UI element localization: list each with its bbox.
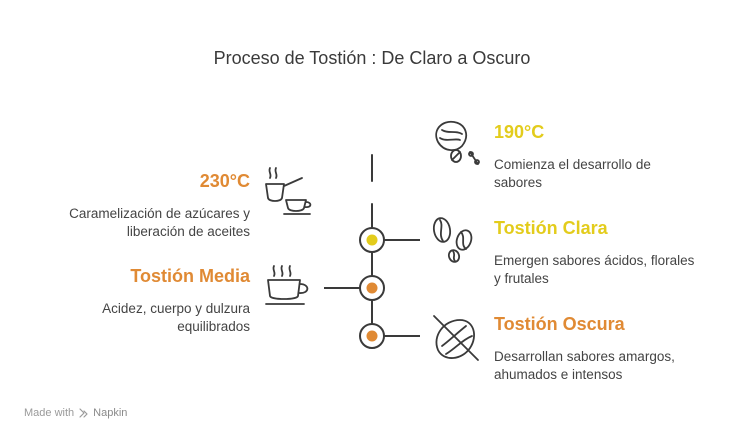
stage-230-heading: 230°C <box>199 171 250 191</box>
stage-190-description: Comienza el desarrollo de sabores <box>494 157 651 190</box>
stage-190-heading: 190°C <box>494 122 545 142</box>
stage-media-description: Acidez, cuerpo y dulzura equilibrados <box>102 301 250 334</box>
stage-oscura-description: Desarrollan sabores amargos, ahumados e … <box>494 349 675 382</box>
stage-oscura-heading: Tostión Oscura <box>494 314 625 334</box>
stage-media-heading: Tostión Media <box>130 266 250 286</box>
crossed-bean-icon <box>433 315 479 361</box>
timeline-node-clara <box>359 227 385 253</box>
napkin-brand: Napkin <box>93 407 128 419</box>
timeline-node-oscura <box>359 323 385 349</box>
napkin-logo-icon <box>79 407 88 418</box>
coffee-cup-icon <box>265 265 309 305</box>
coffee-beans-icon <box>432 217 473 263</box>
coffee-bean-percent-icon <box>435 120 480 165</box>
coffee-pot-cup-icon <box>265 167 312 215</box>
made-with-label: Made with <box>24 407 75 419</box>
timeline-node-media <box>359 275 385 301</box>
made-with-napkin-footer[interactable]: Made with Napkin <box>24 407 127 419</box>
stage-230-description: Caramelización de azúcares y liberación … <box>69 206 250 239</box>
diagram-title: Proceso de Tostión : De Claro a Oscuro <box>213 48 531 68</box>
stage-clara-heading: Tostión Clara <box>494 218 608 238</box>
stage-clara-description: Emergen sabores ácidos, florales y fruta… <box>494 253 695 286</box>
